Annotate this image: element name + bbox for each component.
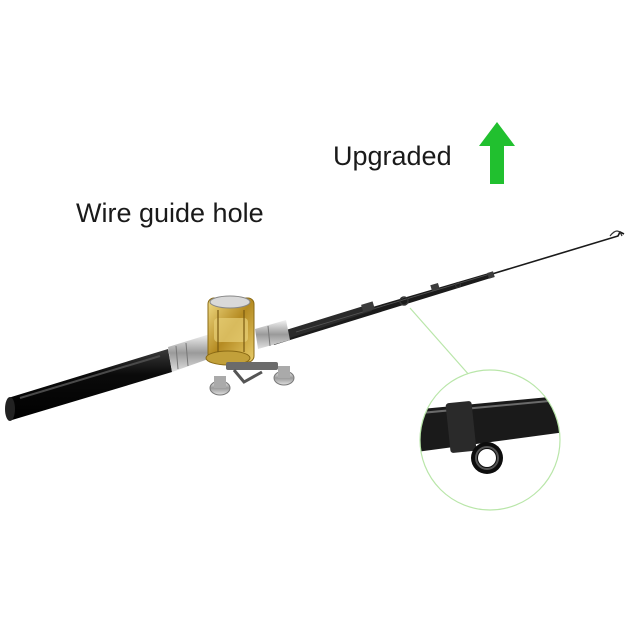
callout-zoom: [419, 369, 561, 511]
chrome-ferrules: [168, 320, 290, 372]
rod-tip: [491, 230, 625, 275]
reel: [205, 295, 295, 396]
arrow-up-icon: [479, 122, 515, 184]
upgraded-label: Upgraded: [333, 141, 452, 171]
rod-handle: [5, 349, 172, 421]
line-guides: [399, 281, 462, 306]
rod-blank: [270, 271, 495, 345]
callout-connector: [409, 307, 471, 377]
wire-guide-hole-label: Wire guide hole: [76, 198, 264, 228]
